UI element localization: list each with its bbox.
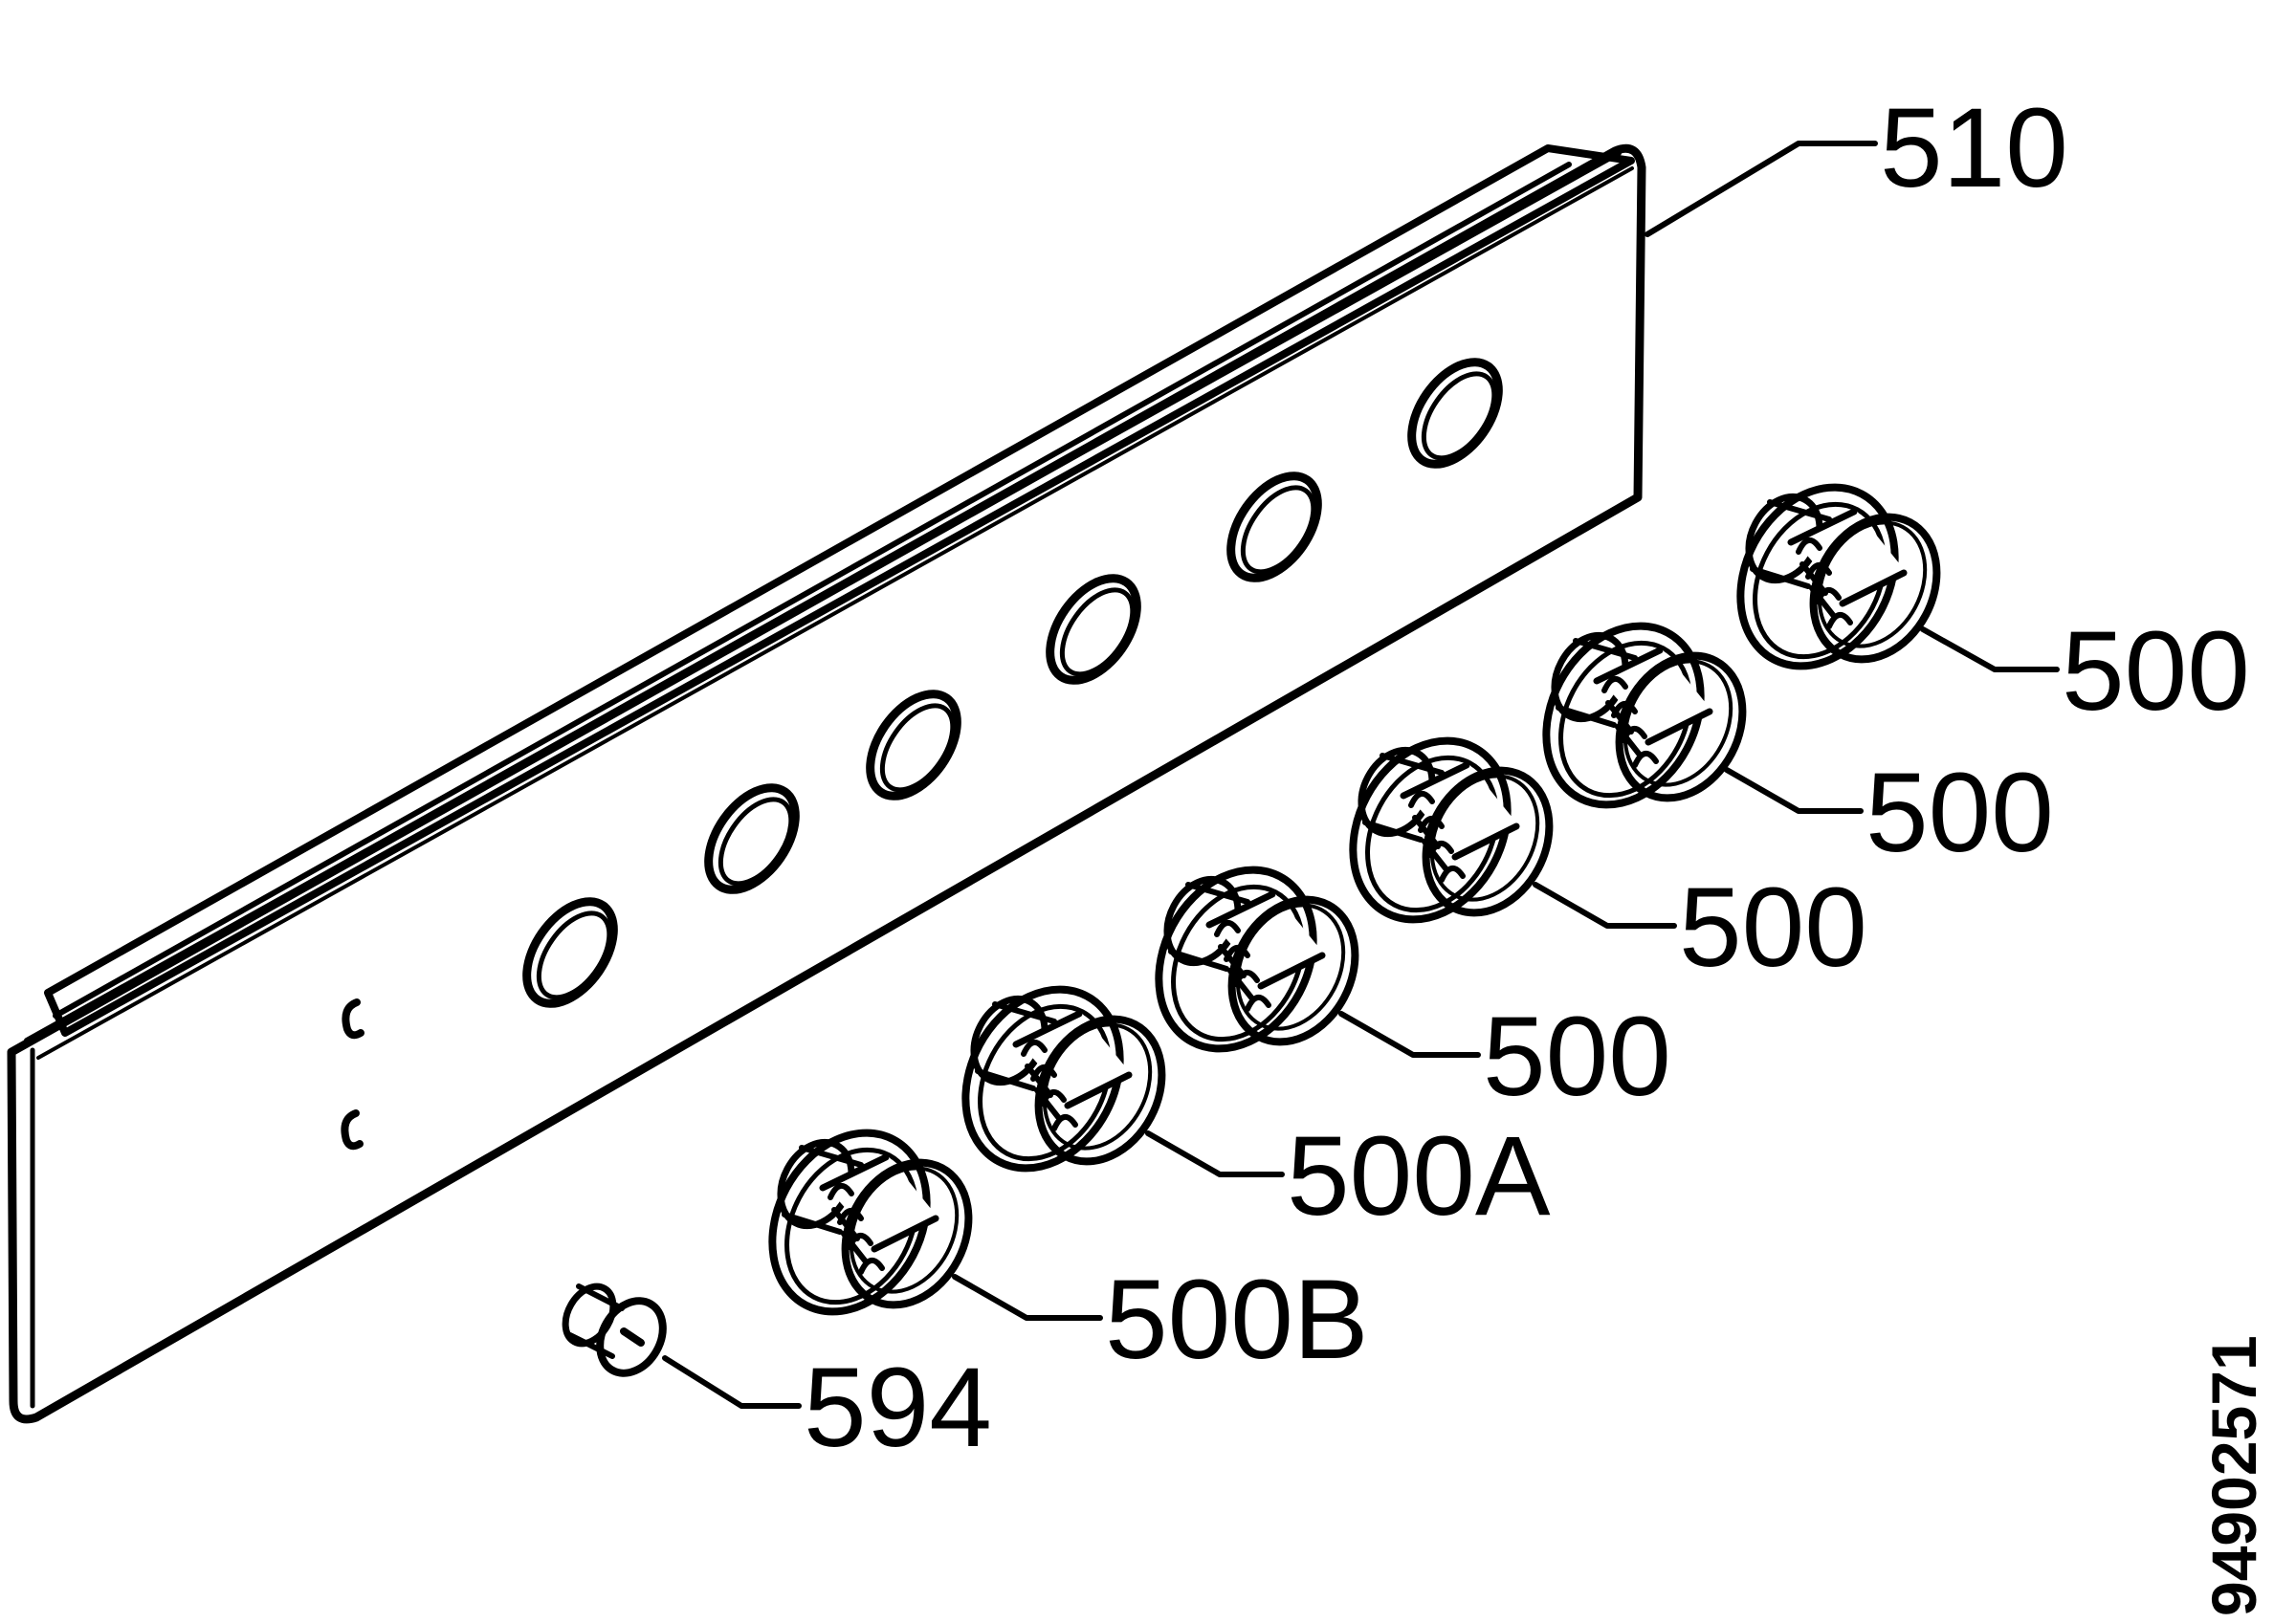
- knob-500b: [742, 1106, 993, 1338]
- panel-clip-mark: [341, 1109, 364, 1151]
- callout-500-4: 500: [1483, 994, 1671, 1120]
- leader-lines: [662, 141, 2060, 1409]
- callout-500a: 500A: [1287, 1113, 1551, 1239]
- callout-594: 594: [804, 1345, 992, 1471]
- document-number: 94902571: [2198, 1335, 2269, 1616]
- knob-500-4: [1129, 843, 1380, 1075]
- callout-500b: 500B: [1105, 1257, 1369, 1383]
- knob-500-2: [1516, 599, 1767, 831]
- callout-510: 510: [1880, 85, 2068, 211]
- knob-500-3: [1323, 713, 1574, 946]
- callout-500-2: 500: [1866, 750, 2054, 876]
- callout-500-3: 500: [1679, 865, 1867, 991]
- panel-clip-mark: [342, 998, 364, 1040]
- knob-500-1: [1711, 460, 1961, 692]
- button-594: [562, 1283, 667, 1377]
- knob-500a: [936, 962, 1186, 1195]
- callout-500-1: 500: [2062, 608, 2250, 735]
